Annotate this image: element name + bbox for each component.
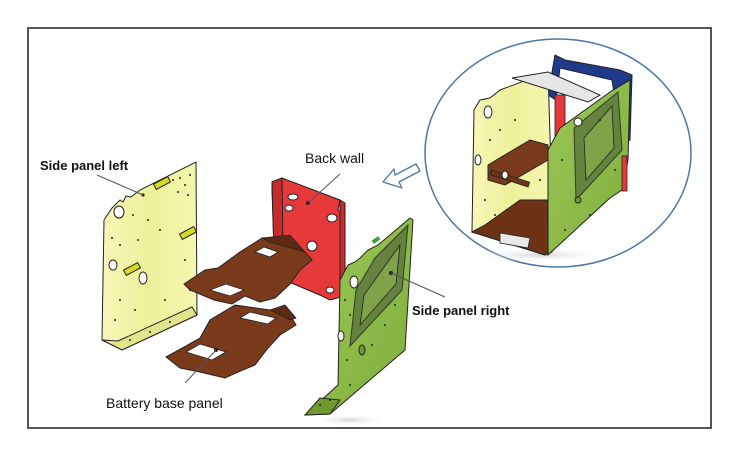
label-back-wall: Back wall — [305, 150, 365, 166]
leader-line-side-panel-right — [390, 272, 446, 298]
leader-line-battery-base — [184, 349, 217, 384]
battery-base-panel-upper — [183, 234, 313, 305]
assembled-view-inset — [424, 38, 692, 268]
inset-circle — [424, 38, 692, 268]
figure-frame — [27, 27, 712, 429]
label-side-panel-right: Side panel right — [412, 303, 510, 318]
side-panel-left — [101, 161, 198, 351]
leader-line-side-panel-left — [96, 174, 144, 196]
label-battery-base-panel: Battery base panel — [106, 395, 223, 411]
battery-base-panel-lower — [165, 304, 297, 379]
leader-line-back-wall — [307, 173, 341, 204]
label-side-panel-left: Side panel left — [40, 158, 129, 173]
hollow-arrow-down-left-icon — [382, 163, 421, 189]
side-panel-right — [303, 217, 414, 426]
